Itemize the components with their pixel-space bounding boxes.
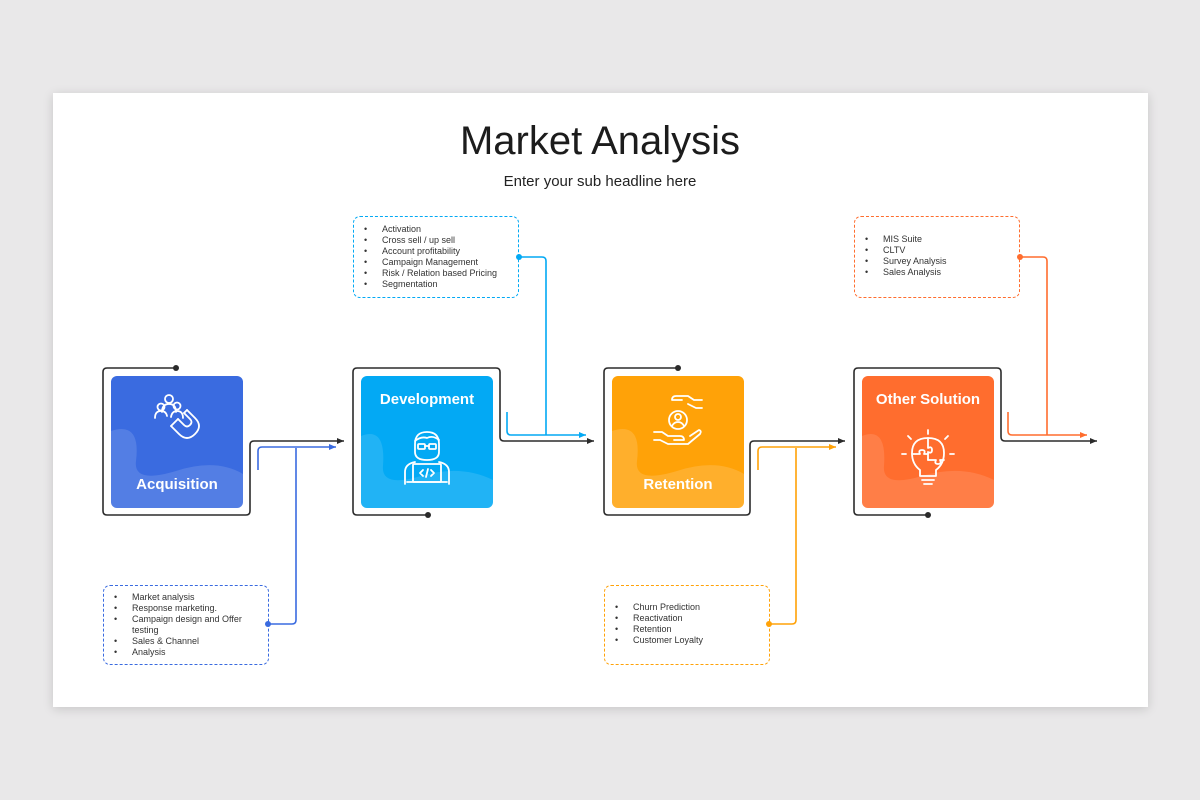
acquisition-note: Market analysis Response marketing. Camp… — [103, 585, 269, 665]
stage-label: Retention — [643, 476, 713, 493]
note-item: Churn Prediction — [615, 602, 761, 613]
other-note: MIS Suite CLTV Survey Analysis Sales Ana… — [854, 216, 1020, 298]
other-note-connector — [1007, 256, 1087, 435]
card-wave-decoration — [361, 434, 493, 508]
note-item: CLTV — [865, 245, 1011, 256]
acquisition-top-dot — [173, 365, 179, 371]
page-subtitle: Enter your sub headline here — [503, 173, 697, 190]
note-item: Account profitability — [364, 246, 510, 257]
developer-laptop-icon — [404, 431, 450, 485]
note-item: Campaign design and Offer testing — [114, 614, 260, 636]
note-item: Customer Loyalty — [615, 635, 761, 646]
development-note-dot — [516, 254, 522, 260]
other-note-dot — [1017, 254, 1023, 260]
magnet-people-icon — [154, 394, 200, 439]
development-note-list: Activation Cross sell / up sell Account … — [364, 224, 510, 290]
lightbulb-puzzle-icon — [901, 429, 955, 485]
hands-person-icon — [653, 395, 703, 445]
development-note-connector — [506, 256, 586, 435]
retention-note-connector — [757, 447, 836, 625]
other-note-list: MIS Suite CLTV Survey Analysis Sales Ana… — [865, 234, 1011, 278]
other-outline — [853, 367, 1097, 516]
note-item: Market analysis — [114, 592, 260, 603]
development-note: Activation Cross sell / up sell Account … — [353, 216, 519, 298]
note-item: Sales Analysis — [865, 267, 1011, 278]
stage-label: Acquisition — [136, 476, 218, 493]
stage-label: Other Solution — [875, 391, 981, 408]
note-item: Campaign Management — [364, 257, 510, 268]
retention-note: Churn Prediction Reactivation Retention … — [604, 585, 770, 665]
development-outline — [352, 367, 594, 516]
stage-label: Development — [379, 391, 475, 408]
development-card[interactable]: Development — [361, 376, 493, 508]
note-item: Response marketing. — [114, 603, 260, 614]
note-item: Retention — [615, 624, 761, 635]
retention-note-list: Churn Prediction Reactivation Retention … — [615, 602, 761, 646]
note-item: Analysis — [114, 647, 260, 658]
note-item: Risk / Relation based Pricing — [364, 268, 510, 279]
page-title: Market Analysis — [459, 119, 741, 163]
development-bottom-dot — [425, 512, 431, 518]
card-wave-decoration — [862, 434, 994, 508]
card-wave-decoration — [111, 429, 243, 508]
retention-top-dot — [675, 365, 681, 371]
acquisition-note-connector — [257, 447, 336, 625]
note-item: Sales & Channel — [114, 636, 260, 647]
note-item: MIS Suite — [865, 234, 1011, 245]
note-item: Activation — [364, 224, 510, 235]
other-solution-card[interactable]: Other Solution — [862, 376, 994, 508]
retention-outline — [603, 367, 845, 516]
note-item: Survey Analysis — [865, 256, 1011, 267]
note-item: Reactivation — [615, 613, 761, 624]
acquisition-note-list: Market analysis Response marketing. Camp… — [114, 592, 260, 658]
acquisition-card[interactable]: Acquisition — [111, 376, 243, 508]
retention-card[interactable]: Retention — [612, 376, 744, 508]
card-wave-decoration — [612, 429, 744, 508]
note-item: Cross sell / up sell — [364, 235, 510, 246]
acquisition-outline — [102, 367, 344, 516]
note-item: Segmentation — [364, 279, 510, 290]
other-bottom-dot — [925, 512, 931, 518]
